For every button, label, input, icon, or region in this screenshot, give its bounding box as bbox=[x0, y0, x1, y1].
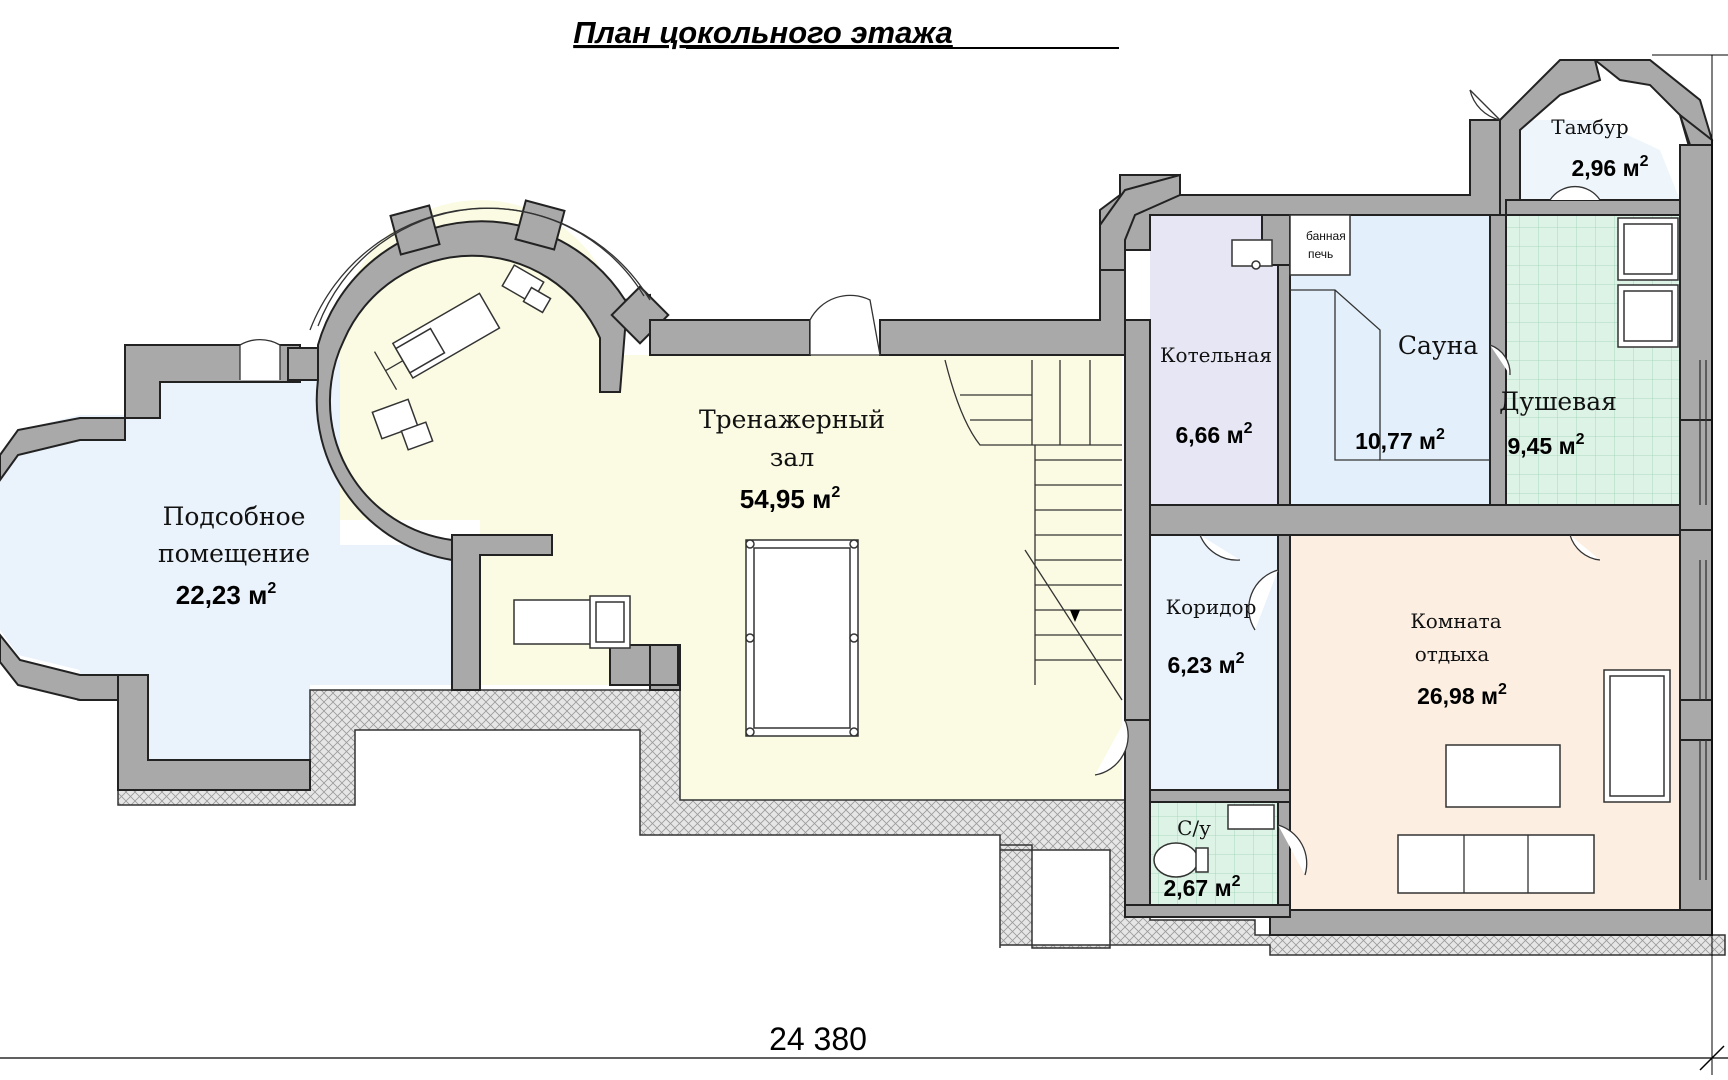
area-shower: 9,45 м2 bbox=[1507, 431, 1584, 459]
door-shower bbox=[1549, 186, 1601, 201]
door-gym bbox=[809, 294, 881, 356]
plan-title: План цокольного этажа bbox=[573, 15, 953, 50]
shower-cabin-1-inner bbox=[1623, 223, 1673, 275]
rest-sofa-side-inner bbox=[1609, 675, 1665, 797]
wall-gym-pillar bbox=[649, 644, 679, 686]
area-rest: 26,98 м2 bbox=[1417, 681, 1507, 709]
wall-right-bay bbox=[1099, 173, 1181, 271]
room-fill-boiler bbox=[1150, 215, 1278, 505]
room-fill-rest bbox=[1290, 535, 1680, 910]
room-fill-sauna bbox=[1290, 215, 1490, 505]
label-wc: С/у bbox=[1177, 816, 1211, 840]
wc-sink bbox=[1227, 804, 1275, 830]
billiard-pocket-5 bbox=[745, 633, 755, 643]
area-corridor: 6,23 м2 bbox=[1167, 650, 1244, 678]
wall-wc-left bbox=[1124, 719, 1151, 911]
billiard-pocket-2 bbox=[849, 539, 859, 549]
wall-gym-right bbox=[1124, 319, 1151, 721]
door-gym-corridor bbox=[1094, 719, 1129, 776]
sauna-bench bbox=[1290, 289, 1490, 461]
area-podsob: 22,23 м2 bbox=[176, 580, 277, 610]
label-podsob-1: Подсобное bbox=[163, 502, 306, 531]
stove-label-1: банная bbox=[1306, 229, 1346, 243]
label-rest-2: отдыха bbox=[1415, 642, 1490, 666]
area-wc: 2,67 м2 bbox=[1163, 873, 1240, 901]
shower-cabin-2-inner bbox=[1623, 290, 1673, 342]
billiard-table-cloth bbox=[753, 547, 851, 729]
stair-arrow bbox=[1070, 610, 1080, 622]
treadmill-console-inner bbox=[595, 601, 625, 643]
area-sauna: 10,77 м2 bbox=[1355, 426, 1445, 454]
treadmill-belt bbox=[513, 599, 601, 645]
wall-rest-pier bbox=[1679, 699, 1713, 741]
dimension-tick bbox=[1699, 1045, 1725, 1071]
billiard-pocket-1 bbox=[745, 539, 755, 549]
exercise-machine-2 bbox=[371, 398, 434, 451]
wall-round-tower bbox=[315, 220, 651, 562]
foundation-strip bbox=[77, 684, 1726, 956]
room-fill-tambur bbox=[1505, 120, 1680, 200]
wall-shower-top bbox=[1505, 199, 1681, 216]
label-corridor: Коридор bbox=[1166, 595, 1257, 619]
exercise-bench bbox=[373, 292, 501, 391]
area-tambur: 2,96 м2 bbox=[1571, 153, 1648, 181]
rest-sofa bbox=[1397, 834, 1595, 894]
wall-right-bottom bbox=[1269, 909, 1713, 936]
billiard-pocket-6 bbox=[849, 633, 859, 643]
wall-gym-top bbox=[649, 319, 811, 356]
door-corridor-top bbox=[1199, 534, 1241, 561]
exercise-machine-1 bbox=[501, 264, 552, 314]
overall-dimension: 24 380 bbox=[769, 1021, 867, 1057]
label-gym-1: Тренажерный bbox=[699, 405, 885, 434]
wall-corridor-rest bbox=[1277, 534, 1291, 911]
staircase bbox=[944, 359, 1123, 701]
boiler-sink-drain bbox=[1251, 260, 1261, 270]
wall-podsob-right bbox=[451, 534, 553, 691]
door-corridor-rest bbox=[1248, 569, 1279, 631]
label-tambur: Тамбур bbox=[1551, 115, 1628, 139]
door-sauna-shower bbox=[1489, 344, 1511, 376]
label-gym-2: зал bbox=[770, 443, 814, 472]
label-boiler: Котельная bbox=[1160, 343, 1272, 367]
area-gym: 54,95 м2 bbox=[740, 484, 841, 514]
wall-wc-bottom bbox=[1124, 904, 1291, 918]
door-podsob bbox=[239, 338, 281, 380]
label-podsob-2: помещение bbox=[158, 539, 310, 568]
wall-podsob-bay bbox=[0, 417, 126, 482]
wall-sauna-shower bbox=[1489, 214, 1507, 536]
area-boiler: 6,66 м2 bbox=[1175, 420, 1252, 448]
wc-toilet bbox=[1153, 842, 1199, 878]
door-tambur-leaf bbox=[1469, 89, 1501, 121]
sauna-stove bbox=[1289, 214, 1351, 276]
label-sauna: Сауна bbox=[1398, 331, 1478, 360]
wall-podsob-bottom bbox=[117, 674, 311, 791]
room-fill-corridor bbox=[1150, 535, 1278, 790]
label-shower: Душевая bbox=[1499, 387, 1617, 416]
label-rest-1: Комната bbox=[1410, 609, 1501, 633]
door-rest-top bbox=[1569, 534, 1601, 561]
wall-podsob-top-right bbox=[287, 347, 319, 381]
sauna-bench-2 bbox=[1334, 290, 1380, 461]
billiard-pocket-4 bbox=[849, 727, 859, 737]
wall-gym-top-right bbox=[879, 229, 1126, 356]
stove-label-2: печь bbox=[1308, 247, 1333, 261]
rest-table bbox=[1445, 744, 1561, 808]
billiard-pocket-3 bbox=[745, 727, 755, 737]
wall-mid-horizontal bbox=[1149, 504, 1681, 536]
wc-toilet-tank bbox=[1195, 847, 1209, 873]
boiler-sink bbox=[1231, 239, 1273, 267]
door-wc bbox=[1277, 824, 1308, 876]
wall-right-outer-mid bbox=[1679, 144, 1713, 431]
tower-window-arc-2 bbox=[317, 207, 645, 327]
wall-rest-pier-2 bbox=[1679, 419, 1713, 531]
